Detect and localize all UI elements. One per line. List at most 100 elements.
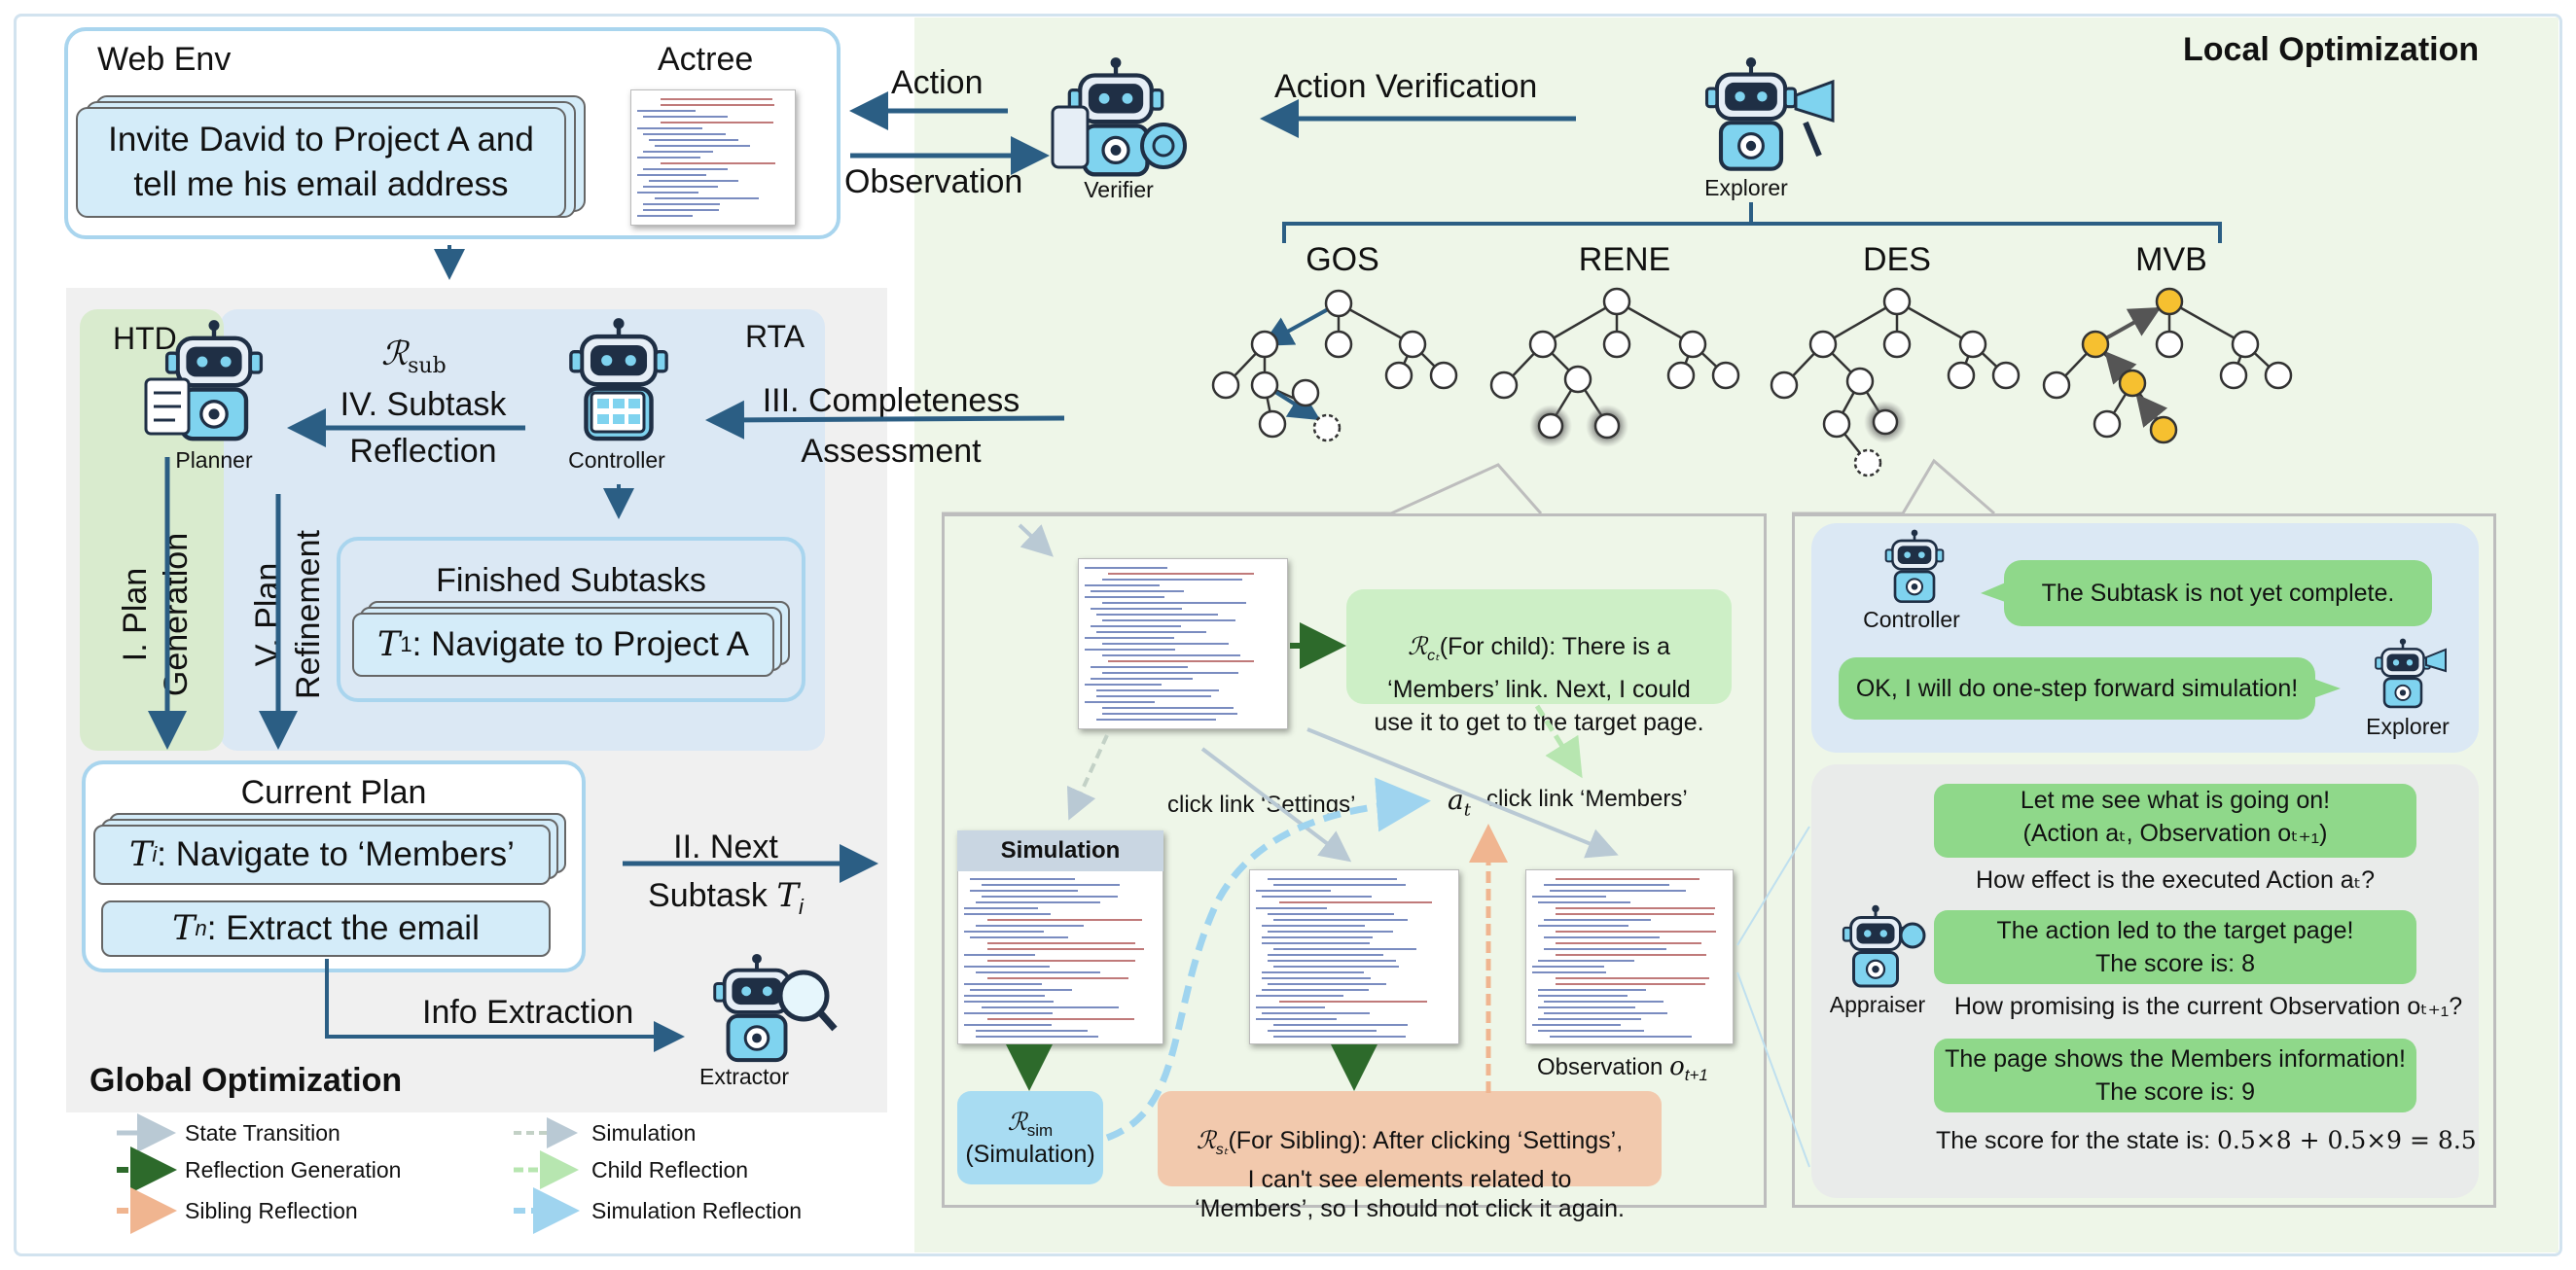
code-line — [976, 1030, 1088, 1032]
legend-state-transition: State Transition — [185, 1120, 340, 1146]
code-line — [1091, 666, 1188, 668]
code-line — [1544, 936, 1661, 938]
code-line — [1256, 1006, 1326, 1008]
appraiser-label: Appraiser — [1829, 992, 1926, 1017]
code-line — [976, 901, 1100, 903]
code-line — [1550, 1036, 1692, 1038]
code-line — [1538, 989, 1646, 991]
task-card: Invite David to Project A and tell me hi… — [76, 107, 566, 218]
r-sim-box: ℛsim (Simulation) — [957, 1091, 1103, 1184]
code-line — [1102, 602, 1246, 604]
code-line — [655, 197, 759, 199]
controller-label: Controller — [568, 447, 665, 473]
code-line — [1096, 631, 1206, 633]
code-line — [643, 133, 726, 135]
code-line — [1538, 1030, 1644, 1032]
legend-simulation: Simulation — [591, 1120, 697, 1146]
code-line — [1262, 896, 1373, 898]
legend-reflection-generation: Reflection Generation — [185, 1157, 402, 1182]
code-line — [1085, 596, 1165, 598]
question-observation-promise: How promising is the current Observation… — [1953, 993, 2463, 1020]
code-line — [1085, 701, 1155, 703]
code-line — [1544, 948, 1667, 950]
code-line — [1538, 1006, 1635, 1008]
code-line — [1268, 1030, 1377, 1032]
code-line — [1556, 977, 1709, 979]
code-line — [643, 151, 714, 153]
code-line — [970, 878, 1075, 880]
code-line — [1538, 1018, 1642, 1020]
code-line — [637, 215, 693, 217]
parent-state-snapshot — [1078, 558, 1288, 729]
code-line — [976, 1036, 1099, 1038]
global-optimization-title: Global Optimization — [89, 1062, 403, 1099]
code-line — [1096, 614, 1218, 616]
code-line — [1544, 1012, 1667, 1014]
code-line — [1102, 654, 1241, 656]
code-line — [1538, 925, 1629, 927]
finished-subtasks-title: Finished Subtasks — [436, 562, 706, 599]
code-line — [661, 162, 776, 164]
r-sub-label: ℛsub — [381, 335, 447, 378]
code-line — [1085, 584, 1161, 586]
code-line — [1268, 954, 1383, 956]
code-line — [1256, 890, 1331, 892]
code-line — [1556, 983, 1706, 985]
code-line — [1550, 890, 1687, 892]
code-line — [1532, 1024, 1622, 1026]
code-line — [970, 890, 1079, 892]
code-line — [1102, 707, 1234, 709]
code-line — [1262, 977, 1371, 979]
explorer-label: Explorer — [1704, 175, 1788, 200]
code-line — [964, 995, 1045, 997]
code-line — [1273, 1036, 1407, 1038]
info-extraction-label: Info Extraction — [422, 994, 634, 1031]
tree-label-rene: RENE — [1578, 241, 1671, 278]
code-line — [1556, 907, 1715, 909]
code-line — [1268, 960, 1396, 962]
code-line — [1262, 1012, 1371, 1014]
code-line — [970, 936, 1069, 938]
code-line — [661, 98, 772, 100]
code-line — [964, 1012, 1054, 1014]
sibling-reflection-bubble: ℛsₜ(For Sibling): After clicking ‘Settin… — [1158, 1091, 1662, 1222]
verifier-label: Verifier — [1084, 177, 1154, 202]
code-line — [1268, 878, 1398, 880]
code-line — [1273, 919, 1408, 921]
code-line — [1262, 989, 1369, 991]
code-line — [1273, 966, 1400, 968]
code-line — [987, 948, 1144, 950]
code-line — [1096, 695, 1211, 697]
msg-score-9: The page shows the Members information! … — [1934, 1039, 2416, 1112]
rta-label: RTA — [745, 319, 805, 354]
next-subtask-label: II. Next Subtask Ti — [648, 829, 804, 919]
actree-label: Actree — [658, 41, 754, 78]
code-line — [655, 145, 751, 147]
code-line — [1108, 573, 1254, 575]
code-line — [637, 174, 706, 176]
code-line — [987, 1018, 1135, 1020]
code-line — [643, 116, 728, 118]
code-line — [1085, 684, 1163, 686]
sibling-state-snapshot — [1249, 869, 1459, 1044]
code-line — [1279, 901, 1433, 903]
code-line — [1096, 719, 1216, 721]
code-line — [1273, 948, 1416, 950]
code-line — [1091, 608, 1183, 610]
code-line — [1256, 995, 1343, 997]
code-line — [964, 907, 1038, 909]
code-line — [1544, 919, 1652, 921]
code-line — [1544, 884, 1669, 886]
code-line — [1538, 901, 1630, 903]
code-line — [1096, 689, 1220, 691]
legend-child-reflection: Child Reflection — [591, 1157, 749, 1182]
code-line — [1262, 942, 1371, 944]
code-line — [1532, 971, 1606, 973]
code-line — [1102, 643, 1230, 645]
code-line — [964, 913, 1051, 915]
msg-not-complete: The Subtask is not yet complete. — [2004, 560, 2432, 626]
